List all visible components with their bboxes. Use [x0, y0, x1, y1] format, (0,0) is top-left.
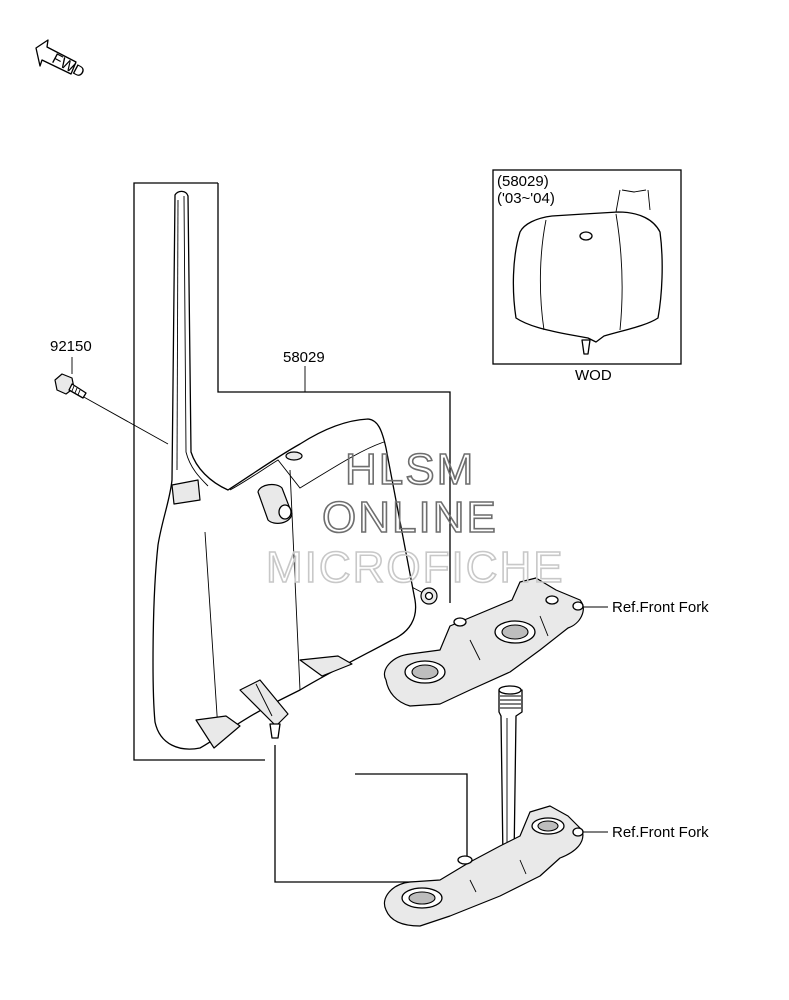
bolt-leader: [71, 357, 169, 445]
stem-bracket: [274, 745, 468, 883]
watermark-line3: MICROFICHE: [266, 543, 565, 592]
ref-front-fork-lower: Ref.Front Fork: [612, 824, 709, 841]
inset-frame: [492, 169, 682, 365]
lower-clamp-part: [383, 805, 584, 927]
steering-stem-part: [498, 685, 523, 861]
inset-years: ('03~'04): [497, 190, 555, 207]
watermark-line1: HLSM: [345, 445, 475, 494]
bolt-part: [54, 373, 87, 399]
inset-part-number: (58029): [497, 173, 549, 190]
grommet-part: [420, 587, 438, 605]
plate-callout: 58029: [283, 349, 325, 366]
plate-group-bracket: [133, 182, 451, 761]
inset-plate-part: [512, 189, 663, 355]
fwd-arrow-icon: FWD: [35, 39, 87, 81]
ref-front-fork-upper: Ref.Front Fork: [612, 599, 709, 616]
watermark-line2: ONLINE: [322, 493, 498, 542]
watermark: HLSM ONLINE MICROFICHE: [265, 444, 565, 593]
bolt-callout: 92150: [50, 338, 92, 355]
number-plate-part: [152, 190, 417, 750]
upper-clamp-part: [383, 577, 584, 707]
inset-caption: WOD: [575, 367, 612, 384]
inset-box: (58029) ('03~'04) WOD: [492, 169, 682, 384]
fwd-label: FWD: [49, 50, 87, 81]
